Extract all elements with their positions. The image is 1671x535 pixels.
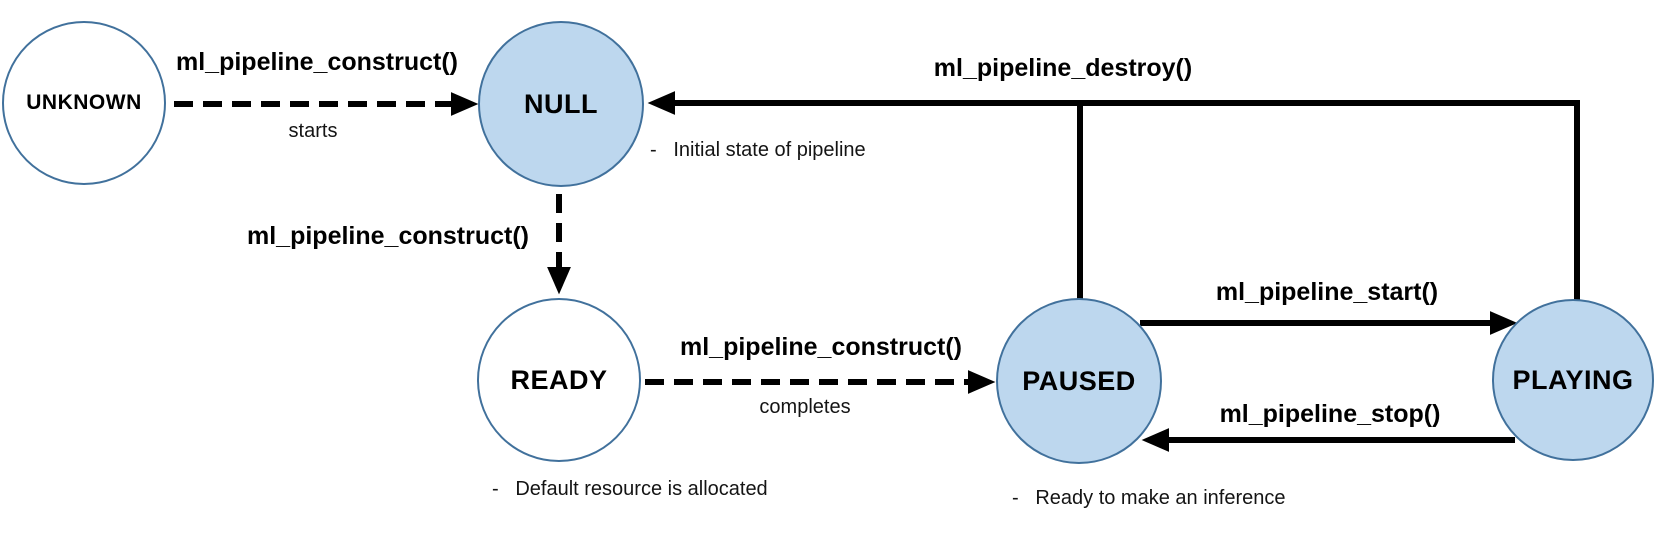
- label-construct-completes: completes: [759, 396, 851, 418]
- state-null-label: NULL: [524, 88, 598, 119]
- note-null-initial-state: - Initial state of pipeline: [650, 139, 866, 161]
- note-ready-default-resource: - Default resource is allocated: [492, 478, 768, 500]
- state-playing: PLAYING: [1492, 299, 1654, 461]
- label-construct-null-ready: ml_pipeline_construct(): [247, 222, 529, 250]
- state-null: NULL: [478, 21, 644, 187]
- label-destroy: ml_pipeline_destroy(): [933, 54, 1193, 82]
- state-paused-label: PAUSED: [1022, 365, 1136, 396]
- label-stop: ml_pipeline_stop(): [1219, 400, 1441, 428]
- label-start: ml_pipeline_start(): [1215, 278, 1439, 306]
- edge-playing-destroy-to-null: [647, 91, 1580, 300]
- state-ready: READY: [477, 298, 641, 462]
- note-paused-ready-inference: - Ready to make an inference: [1012, 487, 1286, 509]
- label-construct-unknown-null: ml_pipeline_construct(): [176, 48, 458, 76]
- label-construct-starts: starts: [288, 120, 338, 142]
- state-paused: PAUSED: [996, 298, 1162, 464]
- label-construct-ready-paused: ml_pipeline_construct(): [680, 333, 962, 361]
- state-playing-label: PLAYING: [1512, 364, 1634, 395]
- state-ready-label: READY: [510, 364, 608, 395]
- state-unknown-label: UNKNOWN: [26, 91, 142, 114]
- state-unknown: UNKNOWN: [2, 21, 166, 185]
